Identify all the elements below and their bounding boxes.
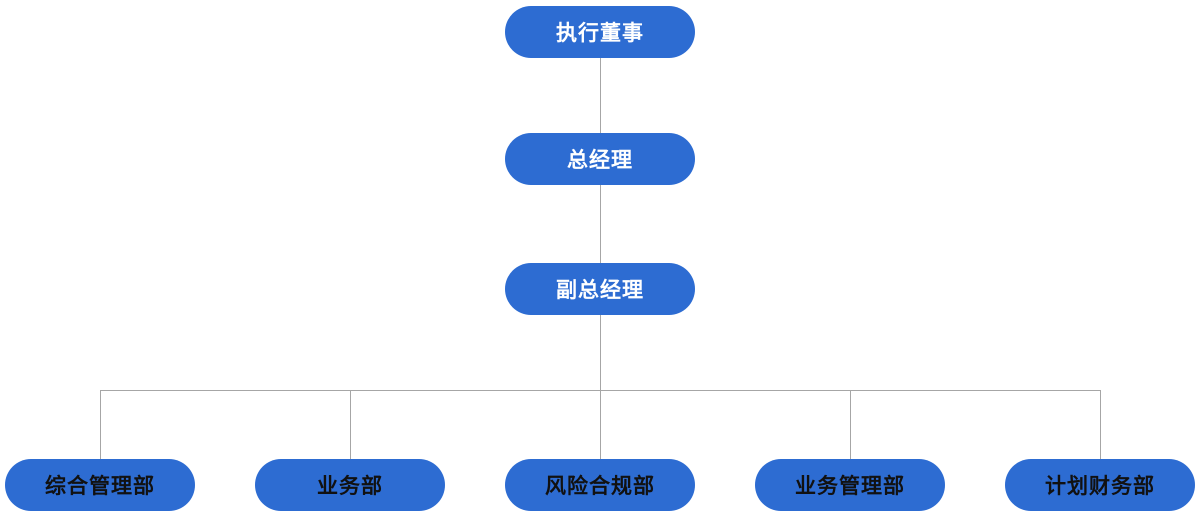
connector-drop-business (350, 390, 351, 459)
connector-drop-planning-finance (1100, 390, 1101, 459)
org-node-dept-business-admin[interactable]: 业务管理部 (755, 459, 945, 511)
org-node-dept-risk-compliance[interactable]: 风险合规部 (505, 459, 695, 511)
org-node-dept-business[interactable]: 业务部 (255, 459, 445, 511)
org-node-general-manager[interactable]: 总经理 (505, 133, 695, 185)
org-node-dept-planning-finance[interactable]: 计划财务部 (1005, 459, 1195, 511)
org-node-deputy-general-manager[interactable]: 副总经理 (505, 263, 695, 315)
connector-deputy-general-manager-to-fork (600, 315, 601, 390)
connector-drop-business-admin (850, 390, 851, 459)
connector-general-manager-to-deputy-general-manager (600, 185, 601, 263)
connector-drop-general-admin (100, 390, 101, 459)
org-node-executive-director[interactable]: 执行董事 (505, 6, 695, 58)
connector-executive-director-to-general-manager (600, 58, 601, 133)
connector-drop-risk-compliance (600, 390, 601, 459)
org-node-dept-general-admin[interactable]: 综合管理部 (5, 459, 195, 511)
